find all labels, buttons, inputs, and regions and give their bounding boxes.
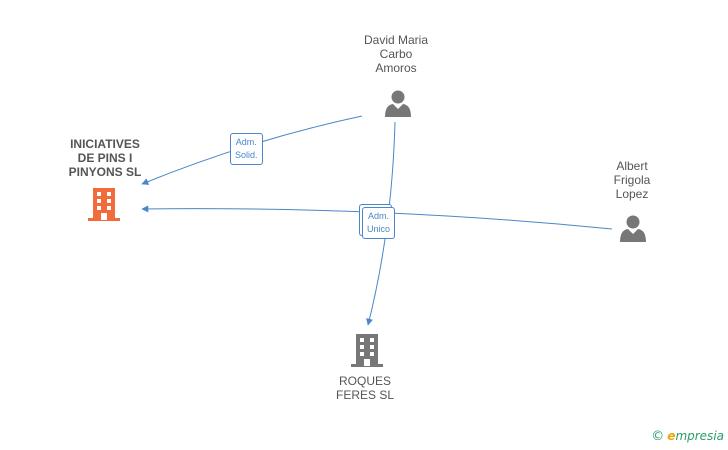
building-icon[interactable] <box>351 334 383 367</box>
person-icon[interactable] <box>385 90 411 118</box>
copyright-icon: © <box>651 429 665 444</box>
company-name-iniciatives[interactable]: INICIATIVES DE PINS I PINYONS SL <box>68 137 142 179</box>
person-icon[interactable] <box>620 215 646 243</box>
person-name-albert[interactable]: Albert Frigola Lopez <box>613 159 651 201</box>
edge-label-adm-unico: Adm. Unico <box>362 207 396 239</box>
brand-logo: ©empresia <box>651 429 724 444</box>
building-icon[interactable] <box>88 188 120 221</box>
edge-label-adm-solid: Adm. Solid. <box>230 133 263 165</box>
company-name-roques[interactable]: ROQUES FERES SL <box>335 374 395 402</box>
person-name-david[interactable]: David Maria Carbo Amoros <box>363 33 429 75</box>
